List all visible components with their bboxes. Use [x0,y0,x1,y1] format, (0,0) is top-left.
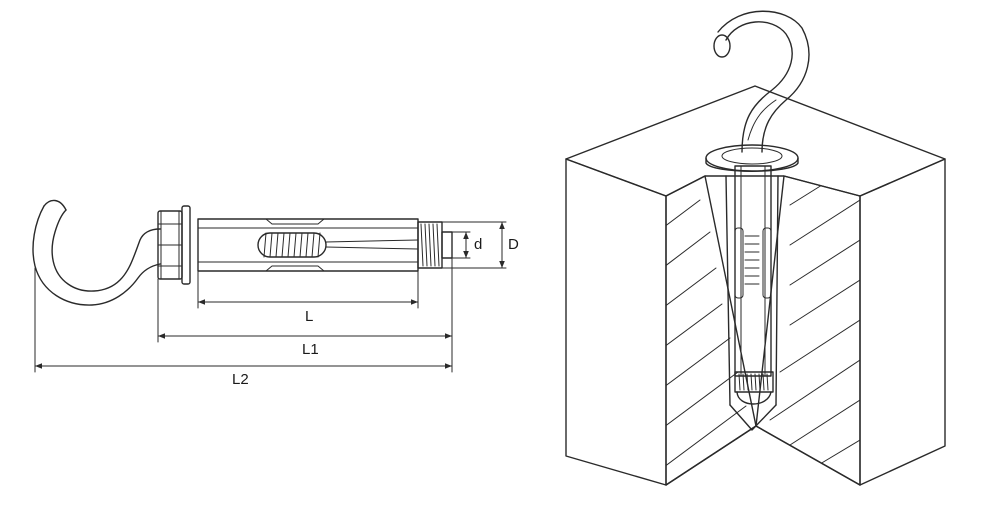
expansion-sleeve [197,218,419,272]
label-L: L [305,308,313,325]
thread-hatching [263,232,321,258]
hex-nut [157,210,183,280]
section-hatching [666,199,753,485]
dimension-d: d [451,231,482,259]
dimension-L2: L2 [34,267,453,388]
washer [181,205,191,285]
dimension-L1: L1 [157,257,453,358]
expansion-cone [417,221,453,269]
label-d: d [474,236,482,253]
dimension-L: L [197,267,419,325]
label-D: D [508,236,519,253]
drilled-hole [725,175,779,431]
section-hatching-right [769,179,860,471]
installed-anchor-block [565,10,946,486]
installed-hook [713,10,810,153]
hook-shape [32,199,161,306]
dimension-D: D [441,221,519,269]
installed-sleeve [734,165,774,405]
label-L2: L2 [232,371,249,388]
side-view-anchor: d D L L1 L2 [32,199,519,388]
installed-washer [705,144,799,172]
label-L1: L1 [302,341,319,358]
concrete-block [565,85,946,486]
